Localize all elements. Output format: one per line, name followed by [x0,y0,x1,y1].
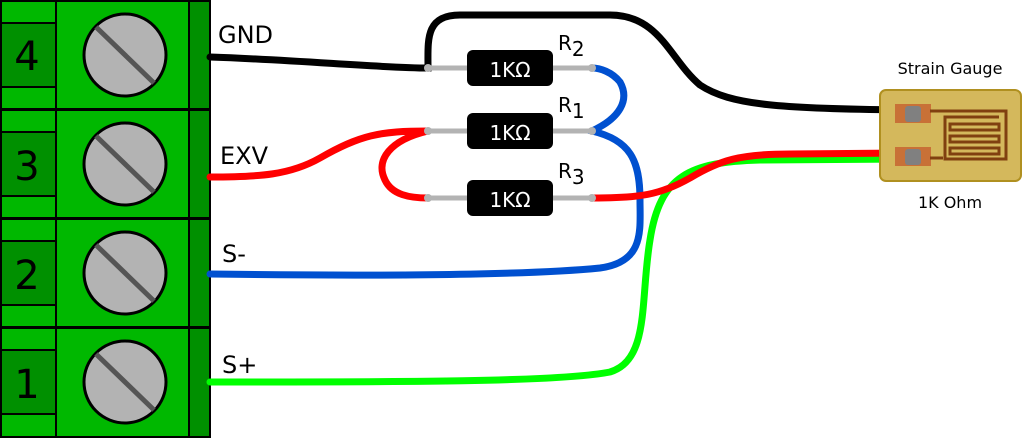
strain-gauge: Strain Gauge 1K Ohm [879,59,1022,212]
resistor-r2: 1KΩ [424,50,596,86]
resistor-value: 1KΩ [489,58,530,82]
terminal-block [0,0,211,438]
resistor-label: R3 [558,159,585,189]
terminal-3 [0,109,211,219]
label-exv: EXV [220,142,269,170]
resistor-r1: 1KΩ [424,113,596,149]
resistor-r3: 1KΩ [424,180,596,216]
label-s-minus: S- [222,240,246,268]
terminal-2 [0,218,211,328]
wire-s-minus [206,64,644,279]
wire-gnd [206,11,916,114]
gauge-title: Strain Gauge [898,59,1003,78]
label-gnd: GND [218,21,273,49]
terminal-number: 4 [14,34,39,80]
terminal-number: 2 [14,253,39,299]
label-s-plus: S+ [222,351,257,379]
wire-s-plus [206,155,916,386]
wire-exv-gauge [588,149,916,202]
terminal-number: 3 [14,144,39,190]
wire-exv [206,127,432,202]
terminal-1 [0,327,211,438]
terminal-4 [0,0,211,110]
resistor-value: 1KΩ [489,188,530,212]
terminal-number: 1 [14,362,39,408]
gauge-value: 1K Ohm [918,193,982,212]
resistor-label: R1 [558,93,585,123]
resistor-label: R2 [558,31,585,61]
resistor-value: 1KΩ [489,121,530,145]
